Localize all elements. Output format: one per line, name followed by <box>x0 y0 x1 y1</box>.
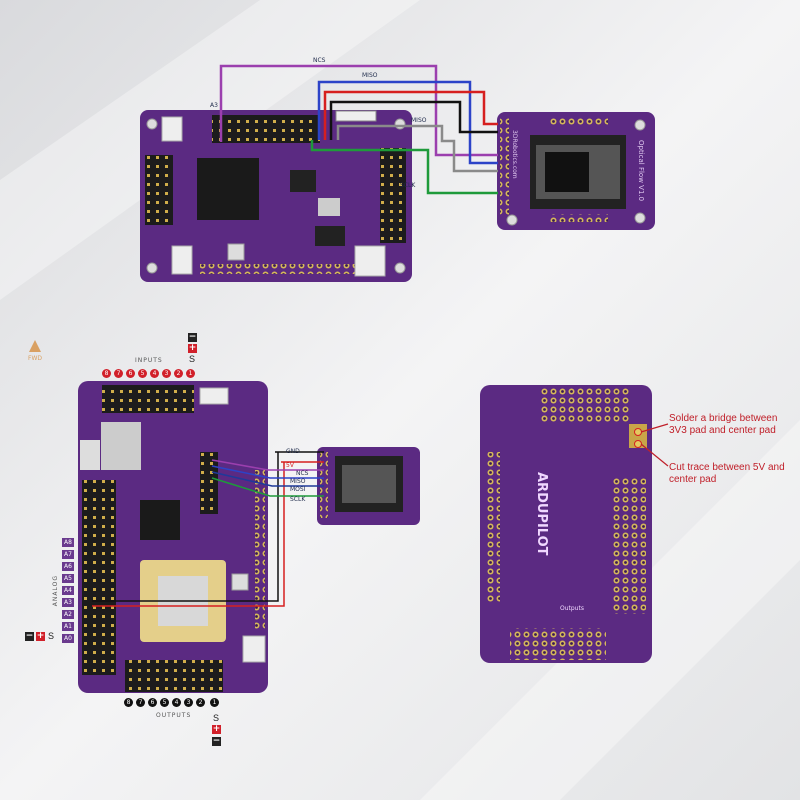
outputs-label: OUTPUTS <box>156 712 192 719</box>
right-callout-lines <box>640 423 669 467</box>
input-positive-sign: + <box>188 343 197 353</box>
board-ardupilot-text: ARDUPILOT <box>534 472 549 556</box>
wire-label-miso: MISO <box>290 478 306 485</box>
analog-pin: A3 <box>62 598 74 607</box>
wire-label-gnd: GND <box>286 448 300 455</box>
analog-pin: A7 <box>62 550 74 559</box>
input-number: 6 <box>126 369 135 378</box>
output-number: 7 <box>136 698 145 707</box>
wire-label-miso-right: MISO <box>411 117 427 124</box>
fwd-label: FWD <box>28 355 43 362</box>
fwd-arrow-icon <box>29 340 41 352</box>
analog-pin: A1 <box>62 622 74 631</box>
top-wires <box>219 64 498 195</box>
input-number: 5 <box>138 369 147 378</box>
input-number: 7 <box>114 369 123 378</box>
wire-label-ncs: NCS <box>313 57 326 64</box>
wire-label-a3: A3 <box>210 102 218 109</box>
right-apm-board-back <box>480 385 652 663</box>
note-cut-trace: Cut trace between 5V and center pad <box>669 462 785 485</box>
inputs-label: INPUTS <box>135 357 163 364</box>
analog-pin: A0 <box>62 634 74 643</box>
input-number: 8 <box>102 369 111 378</box>
input-number: 2 <box>174 369 183 378</box>
input-number: 1 <box>186 369 195 378</box>
output-positive-sign: + <box>212 724 221 734</box>
analog-pin: A5 <box>62 574 74 583</box>
output-number: 6 <box>148 698 157 707</box>
top-flight-controller-board <box>140 110 412 282</box>
top-optical-flow-sensor <box>497 112 655 230</box>
sensor-brand-text: 3DRobotics.com <box>511 130 518 179</box>
wire-label-sclk: SCLK <box>290 496 306 503</box>
input-signal-letter: S <box>189 354 196 364</box>
analog-positive-sign: + <box>36 631 45 641</box>
analog-label: ANALOG <box>52 575 59 607</box>
output-number: 5 <box>160 698 169 707</box>
wire-label-sclk: SCLK <box>400 182 416 189</box>
input-negative-sign: − <box>188 332 197 342</box>
output-number: 8 <box>124 698 133 707</box>
output-signal-letter: S <box>213 713 220 723</box>
board-outputs-text: Outputs <box>560 605 584 612</box>
input-number: 3 <box>162 369 171 378</box>
output-number: 1 <box>210 698 219 707</box>
analog-signal-letter: S <box>48 631 55 641</box>
output-number: 2 <box>196 698 205 707</box>
left-optical-flow-sensor <box>317 447 420 525</box>
output-number: 3 <box>184 698 193 707</box>
note-solder-bridge: Solder a bridge between 3V3 pad and cent… <box>669 413 778 436</box>
analog-pin: A6 <box>62 562 74 571</box>
wire-label-miso-top: MISO <box>362 72 378 79</box>
wire-label-5v: 5V <box>286 462 294 469</box>
analog-pin: A8 <box>62 538 74 547</box>
left-apm-board <box>78 381 268 693</box>
analog-negative-sign: − <box>25 631 34 641</box>
left-wires <box>92 451 324 607</box>
sensor-model-text: Optical Flow V1.0 <box>637 140 645 202</box>
analog-pin: A2 <box>62 610 74 619</box>
wire-label-ncs: NCS <box>296 470 309 477</box>
output-number: 4 <box>172 698 181 707</box>
input-number: 4 <box>150 369 159 378</box>
output-negative-sign: − <box>212 736 221 746</box>
analog-pin: A4 <box>62 586 74 595</box>
wire-label-mosi: MOSI <box>290 486 306 493</box>
